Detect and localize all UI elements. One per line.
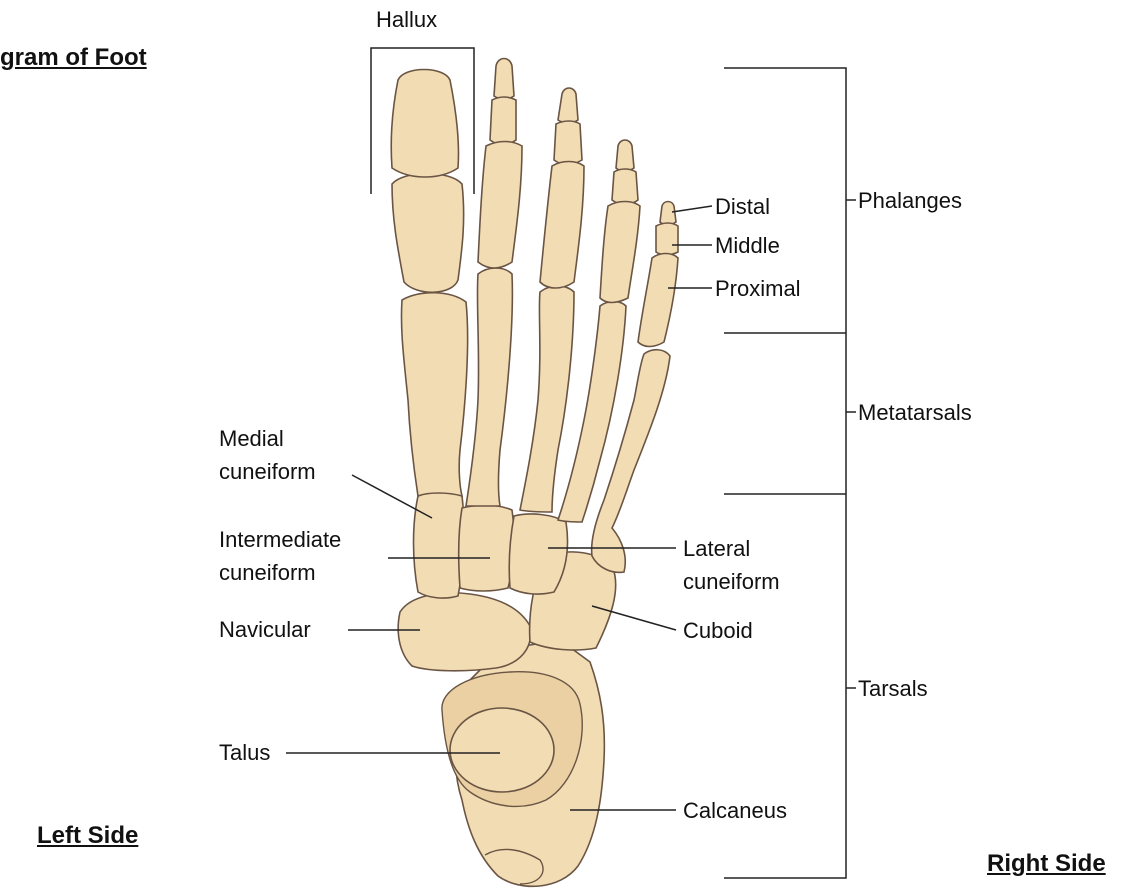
distal-leader [672,206,712,212]
intermediate-cuneiform-bone [459,505,514,591]
toe2-middle [490,97,516,145]
foot-bones [391,59,678,887]
toe2-proximal [478,142,522,269]
right-bracket [724,68,856,878]
toe3-proximal [540,162,584,289]
intermediate-cuneiform-label-2: cuneiform [219,560,316,585]
toe3-distal [558,88,578,123]
toe4-proximal [600,202,640,303]
proximal-label: Proximal [715,276,801,301]
navicular-bone [398,593,530,671]
toe5-distal [660,202,676,226]
hallux-label: Hallux [376,7,437,32]
metatarsal-1 [401,293,467,496]
cuboid-label: Cuboid [683,618,753,643]
medial-cuneiform-bone [414,492,465,599]
toe2-distal [494,59,514,100]
lateral-cuneiform-label-1: Lateral [683,536,750,561]
talus-head [450,708,554,792]
medial-cuneiform-label-1: Medial [219,426,284,451]
toe5-middle [656,223,678,255]
talus-label: Talus [219,740,270,765]
metatarsal-3 [520,286,574,512]
medial-cuneiform-label-2: cuneiform [219,459,316,484]
toe4-middle [612,169,638,205]
lateral-cuneiform-bone [509,514,567,594]
toe3-middle [554,121,582,165]
middle-label: Middle [715,233,780,258]
intermediate-cuneiform-label-1: Intermediate [219,527,341,552]
phalanges-label: Phalanges [858,188,962,213]
toe5-proximal [638,254,678,347]
tarsals-label: Tarsals [858,676,928,701]
metatarsal-2 [466,268,512,506]
toe4-distal [616,140,634,171]
navicular-label: Navicular [219,617,311,642]
distal-label: Distal [715,194,770,219]
hallux-distal-phalanx [391,70,458,178]
metatarsals-label: Metatarsals [858,400,972,425]
lateral-cuneiform-label-2: cuneiform [683,569,780,594]
calcaneus-label: Calcaneus [683,798,787,823]
hallux-proximal-phalanx [392,174,464,293]
